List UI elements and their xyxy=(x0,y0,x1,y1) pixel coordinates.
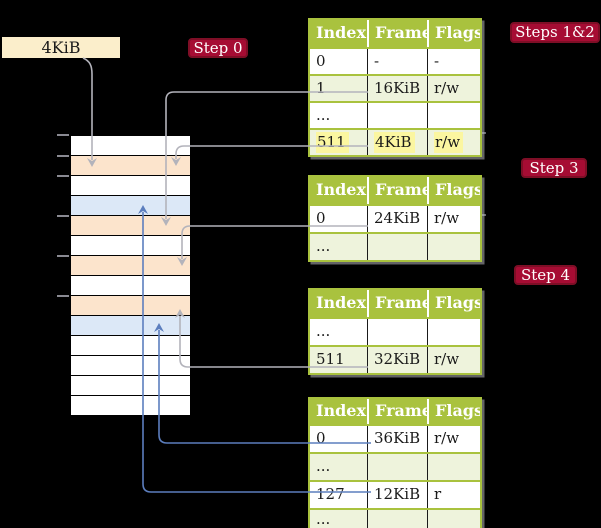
table-row: 1 16KiB r/w xyxy=(310,74,480,101)
memory-tick xyxy=(57,215,69,217)
cell-flags: r/w xyxy=(427,426,480,452)
cell-flags: r/w xyxy=(427,347,480,373)
column-header-flags: Flags xyxy=(427,20,480,47)
memory-tick xyxy=(57,255,69,257)
column-header-flags: Flags xyxy=(427,399,480,424)
cell-index: 0 xyxy=(316,52,326,70)
cell-frame: 12KiB xyxy=(367,482,427,508)
memory-frame-row xyxy=(71,396,190,415)
memory-tick xyxy=(57,175,69,177)
cell-flags xyxy=(427,319,480,345)
table-row: 511 32KiB r/w xyxy=(310,345,480,373)
column-header-flags: Flags xyxy=(427,290,480,317)
cell-flags: r xyxy=(427,482,480,508)
memory-frame-row xyxy=(71,276,190,296)
table-row: ... xyxy=(310,101,480,128)
connector-stub xyxy=(479,132,486,134)
table-header-row: Index Frame Flags xyxy=(310,177,480,204)
memory-frame-row xyxy=(71,136,190,156)
badge-step-4: Step 4 xyxy=(514,265,577,285)
table-header-row: Index Frame Flags xyxy=(310,290,480,317)
table-row: 0 - - xyxy=(310,47,480,74)
memory-frame-row xyxy=(71,256,190,276)
cell-index: ... xyxy=(316,237,331,255)
memory-tick xyxy=(57,295,69,297)
memory-frame-row xyxy=(71,176,190,196)
table-row: ... xyxy=(310,452,480,480)
memory-frame-row xyxy=(71,316,190,336)
cell-frame: 32KiB xyxy=(367,347,427,373)
cell-frame: 4KiB xyxy=(367,130,427,155)
table-row: ... xyxy=(310,508,480,528)
table-row: ... xyxy=(310,317,480,345)
memory-frame-row xyxy=(71,236,190,256)
cell-flags: r/w xyxy=(427,206,480,232)
cell-index: 0 xyxy=(316,209,326,227)
badge-steps-1-2: Steps 1&2 xyxy=(510,22,600,43)
badge-step-0: Step 0 xyxy=(188,38,248,58)
cell-frame: 36KiB xyxy=(367,426,427,452)
memory-frame-row xyxy=(71,156,190,176)
table-header-row: Index Frame Flags xyxy=(310,399,480,424)
memory-frame-row xyxy=(71,356,190,376)
memory-frame-row xyxy=(71,336,190,356)
memory-frame-row xyxy=(71,196,190,216)
cell-index: 511 xyxy=(310,130,367,155)
memory-tick xyxy=(57,134,69,136)
cell-flags xyxy=(427,510,480,528)
cell-flags xyxy=(427,103,480,128)
column-header-frame: Frame xyxy=(367,20,427,47)
page-table-4: Index Frame Flags 0 36KiB r/w ... 127 12… xyxy=(308,397,482,528)
cell-frame: 24KiB xyxy=(367,206,427,232)
page-table-3: Index Frame Flags ... 511 32KiB r/w xyxy=(308,288,482,375)
cell-frame: 16KiB xyxy=(367,76,427,101)
cell-flags xyxy=(427,454,480,480)
column-header-index: Index xyxy=(316,180,367,199)
cell-index: ... xyxy=(316,457,331,475)
column-header-flags: Flags xyxy=(427,177,480,204)
table-header-row: Index Frame Flags xyxy=(310,20,480,47)
physical-memory-column xyxy=(70,135,191,416)
table-row: 0 24KiB r/w xyxy=(310,204,480,232)
memory-frame-row xyxy=(71,296,190,316)
page-table-1: Index Frame Flags 0 - - 1 16KiB r/w ... … xyxy=(308,18,482,157)
cell-frame: - xyxy=(367,49,427,74)
memory-tick xyxy=(57,155,69,157)
cell-frame xyxy=(367,510,427,528)
memory-frame-row xyxy=(71,376,190,396)
cell-index: 127 xyxy=(316,485,345,503)
cell-index: ... xyxy=(316,322,331,340)
column-header-index: Index xyxy=(316,293,367,312)
table-row: 127 12KiB r xyxy=(310,480,480,508)
table-row: 0 36KiB r/w xyxy=(310,424,480,452)
cell-frame xyxy=(367,103,427,128)
cell-frame xyxy=(367,234,427,260)
cell-index: ... xyxy=(316,510,331,528)
cell-index: 0 xyxy=(316,429,326,447)
column-header-frame: Frame xyxy=(367,290,427,317)
cell-flags xyxy=(427,234,480,260)
page-table-2: Index Frame Flags 0 24KiB r/w ... xyxy=(308,175,482,262)
cell-index: 511 xyxy=(316,350,345,368)
cell-flags: - xyxy=(427,49,480,74)
cell-flags: r/w xyxy=(427,130,480,155)
badge-step-3: Step 3 xyxy=(521,158,587,178)
table-row-highlighted: 511 4KiB r/w xyxy=(310,128,480,155)
cell-index: ... xyxy=(316,106,331,124)
cell-frame xyxy=(367,319,427,345)
table-row: ... xyxy=(310,232,480,260)
page-size-label-box: 4KiB xyxy=(2,37,120,58)
memory-frame-row xyxy=(71,216,190,236)
cell-index: 1 xyxy=(316,79,326,97)
column-header-frame: Frame xyxy=(367,177,427,204)
column-header-index: Index xyxy=(316,23,367,42)
column-header-index: Index xyxy=(316,401,367,420)
connector-stub xyxy=(479,214,486,216)
cell-frame xyxy=(367,454,427,480)
column-header-frame: Frame xyxy=(367,399,427,424)
cell-flags: r/w xyxy=(427,76,480,101)
